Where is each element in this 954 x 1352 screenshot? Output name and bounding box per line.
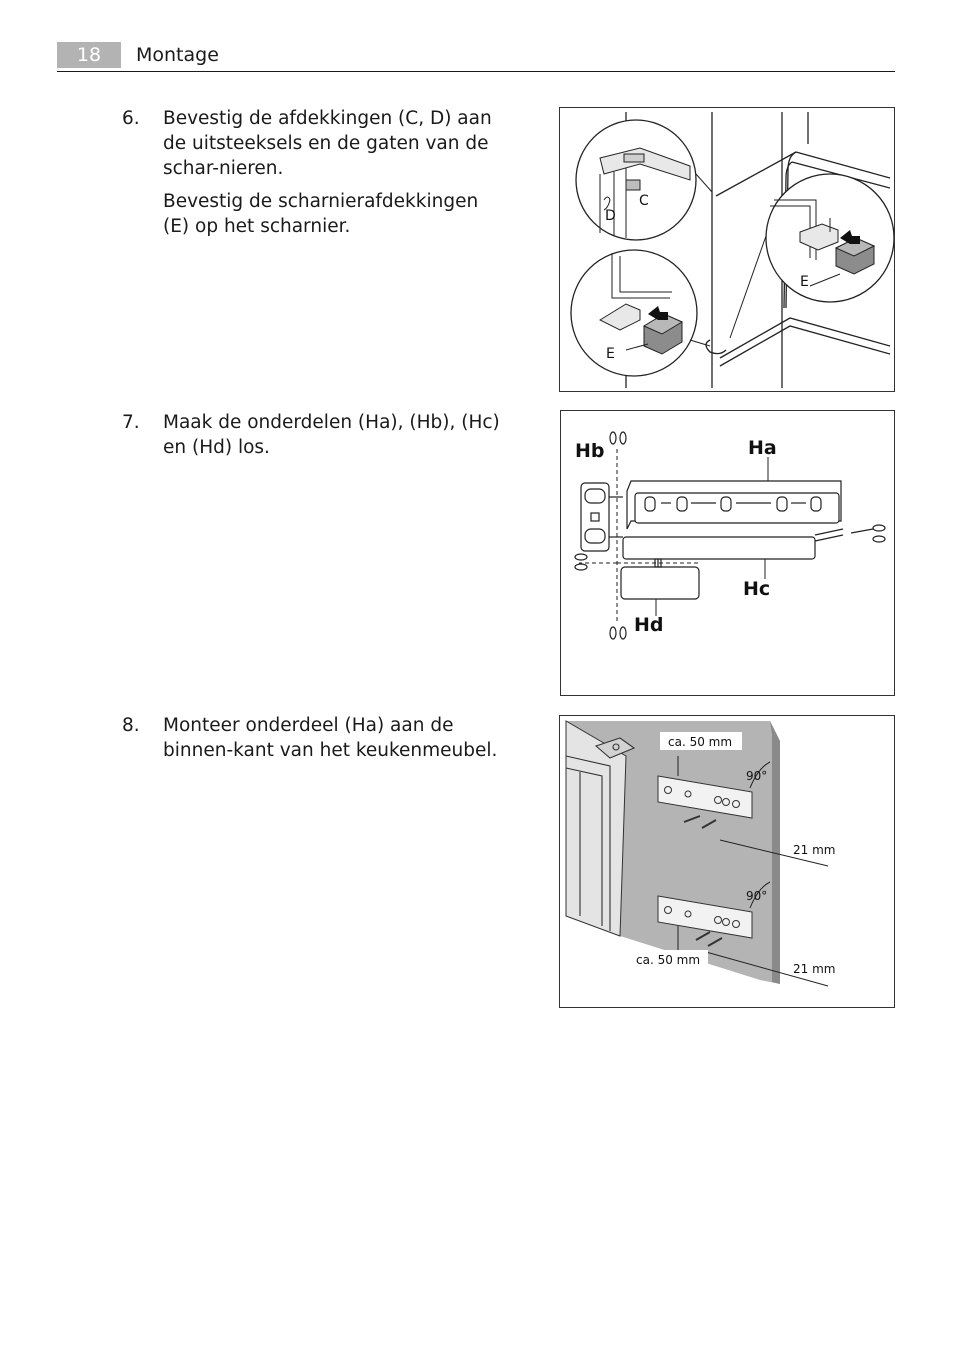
label-d: D bbox=[605, 208, 616, 224]
page-number: 18 bbox=[57, 42, 121, 68]
step-number: 6. bbox=[122, 108, 140, 129]
step-number: 7. bbox=[122, 412, 140, 433]
label-e-left: E bbox=[606, 346, 615, 362]
figure-hinge-covers: C D E E bbox=[559, 107, 895, 392]
hinge-covers-illustration: C D E E bbox=[570, 112, 895, 388]
figure-parts-cutting: Hb Ha Hc Hd bbox=[560, 410, 895, 696]
mounting-illustration: ca. 50 mm ca. 50 mm 90° 90° 21 mm 21 mm bbox=[565, 720, 835, 987]
label-offset-bottom: 21 mm bbox=[793, 962, 835, 976]
detail-circle-cd: C D bbox=[575, 119, 713, 241]
bottom-bracket bbox=[657, 895, 753, 947]
figure-mounting: ca. 50 mm ca. 50 mm 90° 90° 21 mm 21 mm bbox=[559, 715, 895, 1008]
label-hc: Hc bbox=[743, 578, 770, 600]
label-angle-bottom: 90° bbox=[746, 889, 767, 903]
detail-circle-e-right: E bbox=[729, 173, 895, 339]
label-angle-top: 90° bbox=[746, 769, 767, 783]
label-offset-top: 21 mm bbox=[793, 843, 835, 857]
step-text: Monteer onderdeel (Ha) aan de binnen-kan… bbox=[163, 715, 498, 761]
label-hb: Hb bbox=[575, 440, 605, 462]
label-e-right: E bbox=[800, 274, 809, 290]
parts-cutting-illustration: Hb Ha Hc Hd bbox=[574, 431, 886, 640]
step-text: Bevestig de scharnierafdekkingen (E) op … bbox=[163, 191, 479, 237]
step-text: Maak de onderdelen (Ha), (Hb), (Hc) en (… bbox=[163, 412, 500, 458]
section-title: Montage bbox=[136, 44, 219, 66]
detail-circle-e-left: E bbox=[570, 249, 711, 377]
step-text: Bevestig de afdekkingen (C, D) aan de ui… bbox=[163, 108, 492, 179]
label-hd: Hd bbox=[634, 614, 664, 636]
step-7: 7. Maak de onderdelen (Ha), (Hb), (Hc) e… bbox=[122, 410, 512, 468]
label-ha: Ha bbox=[748, 437, 777, 459]
step-8: 8. Monteer onderdeel (Ha) aan de binnen-… bbox=[122, 713, 512, 771]
step-number: 8. bbox=[122, 715, 140, 736]
label-dist-top: ca. 50 mm bbox=[668, 735, 732, 749]
step-6: 6. Bevestig de afdekkingen (C, D) aan de… bbox=[122, 106, 512, 247]
label-c: C bbox=[639, 193, 649, 209]
top-bracket bbox=[657, 775, 753, 829]
header-rule bbox=[57, 71, 895, 72]
label-dist-bottom: ca. 50 mm bbox=[636, 953, 700, 967]
page-header: 18 Montage bbox=[57, 42, 895, 72]
scissors-icons bbox=[574, 431, 886, 640]
